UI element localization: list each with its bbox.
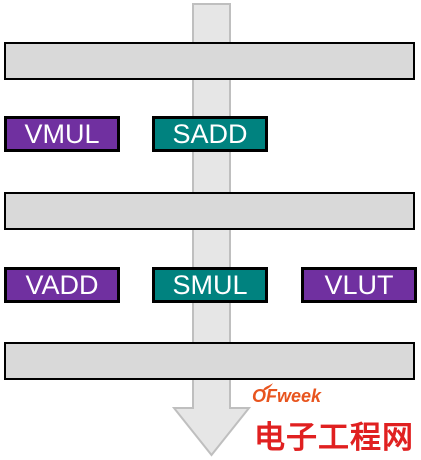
smul-op: SMUL <box>152 267 268 303</box>
stage-bar-3 <box>4 342 415 380</box>
vadd-op: VADD <box>4 267 120 303</box>
watermark-brand-week: week <box>277 386 322 406</box>
stage-bar-2 <box>4 192 415 230</box>
vmul-op: VMUL <box>4 116 120 152</box>
flame-icon <box>263 383 273 391</box>
watermark-chinese: 电子工程网 <box>254 420 414 455</box>
vlut-op: VLUT <box>301 267 417 303</box>
watermark-brand: OFweek <box>252 386 321 407</box>
stage-bar-1 <box>4 42 415 80</box>
sadd-op: SADD <box>152 116 268 152</box>
watermark-brand-of: OF <box>252 386 277 406</box>
